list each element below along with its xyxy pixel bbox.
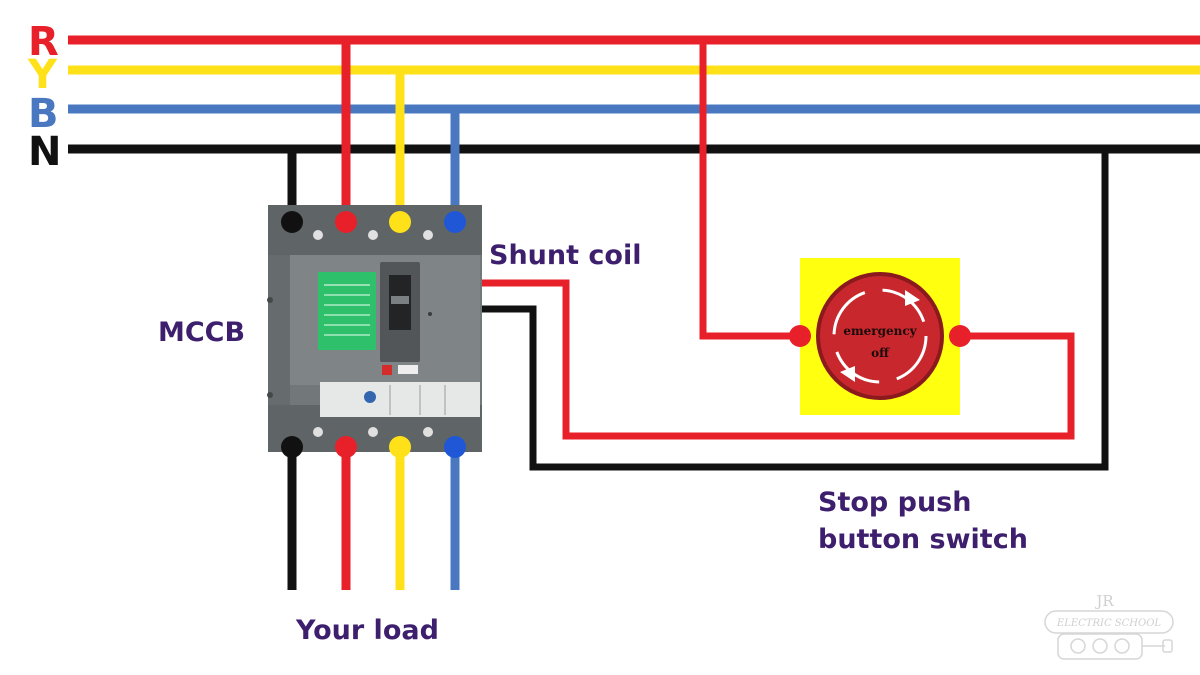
- watermark-logo: JR ELECTRIC SCHOOL: [1044, 592, 1174, 660]
- control-wire-r-in: [699, 40, 800, 340]
- stop-label-line1: Stop push: [818, 487, 972, 518]
- mccb-breaker: [267, 205, 482, 452]
- terminal-top-y: [389, 211, 411, 233]
- button-text-line1: emergency: [843, 324, 917, 338]
- terminal-bottom-n: [281, 436, 303, 458]
- shunt-coil-label: Shunt coil: [489, 240, 642, 271]
- svg-text:ELECTRIC SCHOOL: ELECTRIC SCHOOL: [1056, 618, 1161, 629]
- mccb-nameplate: [318, 272, 376, 350]
- phase-label-b: B: [28, 91, 59, 137]
- terminal-top-b: [444, 211, 466, 233]
- svg-text:JR: JR: [1094, 592, 1114, 610]
- load-label: Your load: [296, 615, 439, 646]
- terminal-top-r: [335, 211, 357, 233]
- button-terminal-left: [789, 325, 811, 347]
- emergency-stop-button: emergency off: [800, 258, 960, 415]
- terminal-bottom-b: [444, 436, 466, 458]
- mccb-label: MCCB: [158, 317, 246, 348]
- terminal-bottom-r: [335, 436, 357, 458]
- terminal-top-n: [281, 211, 303, 233]
- button-text-line2: off: [871, 346, 890, 360]
- stop-push-button-label: Stop push button switch: [818, 484, 1028, 558]
- button-terminal-right: [949, 325, 971, 347]
- terminal-bottom-y: [389, 436, 411, 458]
- control-wire-n: [482, 149, 1109, 471]
- button-cap: [820, 276, 940, 396]
- phase-label-n: N: [28, 129, 62, 175]
- stop-label-line2: button switch: [818, 524, 1028, 555]
- phase-label-r: R: [28, 19, 59, 65]
- phase-label-y: Y: [28, 52, 57, 98]
- control-wire-r-out: [482, 279, 1075, 440]
